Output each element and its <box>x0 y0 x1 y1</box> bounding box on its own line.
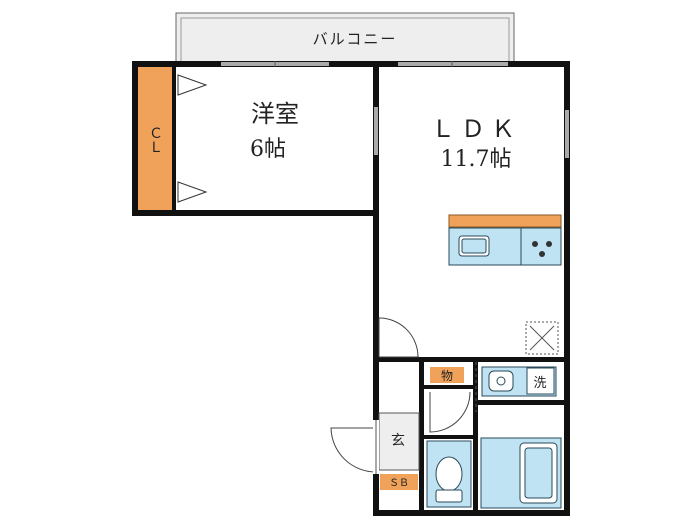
closet-label: ＣＬ <box>147 126 163 154</box>
sliding-window-ldk <box>398 61 508 67</box>
door-swing-icon <box>429 391 471 433</box>
closet-door-icon <box>177 74 208 203</box>
entrance-label: 玄 <box>391 432 405 449</box>
storage-label: 物 <box>441 369 453 383</box>
ldk-name: ＬＤＫ <box>431 115 521 143</box>
bathtub-icon <box>480 437 562 509</box>
kitchen-counter <box>448 214 562 266</box>
laundry-area: 洗 <box>481 366 557 397</box>
stove-icon <box>532 241 552 257</box>
balcony-label: バルコニー <box>313 30 398 48</box>
sliding-window-western <box>221 61 329 67</box>
toilet-icon <box>426 440 472 508</box>
laundry-label: 洗 <box>533 376 546 391</box>
door-swing-icon <box>330 427 377 473</box>
washbasin-icon <box>488 370 514 392</box>
western-room-name: 洋室 <box>251 100 299 128</box>
washing-machine-pan-icon <box>526 367 555 395</box>
door-swing-icon <box>378 317 419 358</box>
entrance: 玄 <box>330 412 420 473</box>
storage: 物 <box>430 367 464 383</box>
shoe-box-label: ＳＢ <box>389 478 409 489</box>
ldk-size: 11.7帖 <box>441 147 512 172</box>
closet: ＣＬ <box>137 66 173 211</box>
sliding-door-western-ldk <box>374 107 378 155</box>
window-ldk-right <box>565 110 569 158</box>
refrigerator-space <box>525 321 559 355</box>
shoe-box: ＳＢ <box>380 474 418 490</box>
balcony: バルコニー <box>175 12 515 64</box>
western-room-size: 6帖 <box>250 137 286 162</box>
